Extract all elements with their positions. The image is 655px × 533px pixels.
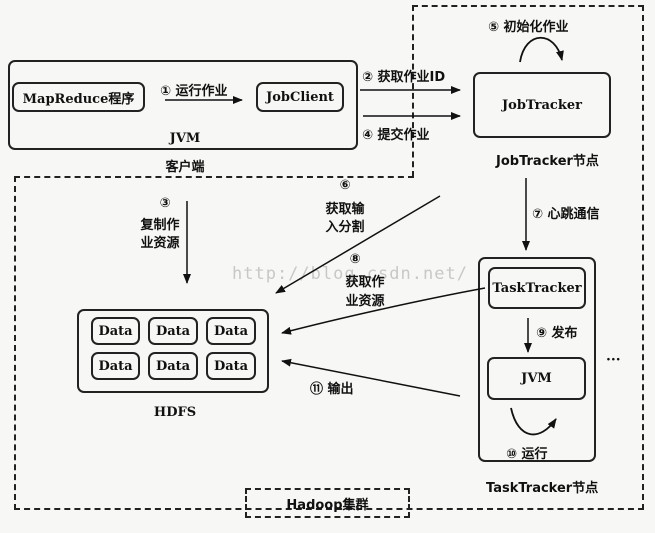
cluster-top-edge — [412, 5, 644, 7]
mapreduce-program-label: MapReduce程序 — [22, 91, 135, 107]
arrow-step-6 — [275, 195, 441, 294]
ellipsis-more-tasktrackers: ··· — [606, 352, 621, 368]
tasktracker-node-box — [478, 257, 596, 462]
cluster-left-vertical-upper — [412, 5, 414, 177]
step-11-label: ⑪ 输出 — [310, 382, 354, 397]
hadoop-cluster-label: Hadoop集群 — [286, 498, 369, 513]
step-1-label: ① 运行作业 — [160, 84, 228, 99]
hdfs-data-block: Data — [206, 352, 256, 380]
watermark: http://blog.csdn.net/ — [232, 264, 468, 284]
arrow-step-5 — [519, 36, 564, 63]
arrow-step-8 — [281, 287, 486, 335]
data-block-label: Data — [155, 358, 191, 374]
cluster-left-edge — [14, 176, 16, 510]
step-8-number: ⑧ — [349, 252, 361, 267]
step-3-line1: 复制作 — [140, 218, 180, 233]
step-2-label: ② 获取作业ID — [362, 70, 446, 85]
tasktracker-node-label: TaskTracker节点 — [486, 481, 599, 496]
step-3-number: ③ — [159, 196, 171, 211]
hadoop-cluster-boundary — [14, 5, 644, 510]
hdfs-data-block: Data — [206, 317, 256, 345]
hdfs-label: HDFS — [153, 405, 197, 420]
data-block-label: Data — [155, 323, 191, 339]
hdfs-data-block: Data — [91, 317, 140, 345]
step-4-label: ④ 提交作业 — [362, 128, 430, 143]
step-8-line1: 获取作 — [345, 275, 385, 290]
step-3-line2: 业资源 — [140, 236, 180, 251]
hdfs-data-block: Data — [148, 317, 198, 345]
client-jvm-label: JVM — [169, 131, 201, 146]
step-6-line2: 入分割 — [325, 220, 365, 235]
data-block-label: Data — [213, 323, 249, 339]
client-region-label: 客户端 — [165, 160, 205, 175]
mapreduce-program-box[interactable]: MapReduce程序 — [12, 82, 145, 112]
cluster-mid-edge — [14, 176, 414, 178]
jobtracker-box[interactable]: JobTracker — [473, 72, 611, 138]
hadoop-cluster-label-box — [245, 488, 410, 518]
jobtracker-label: JobTracker — [502, 97, 582, 113]
step-7-label: ⑦ 心跳通信 — [532, 207, 600, 222]
arrow-step-11 — [281, 358, 461, 397]
step-8-line2: 业资源 — [345, 294, 385, 309]
tasktracker-jvm-box[interactable]: JVM — [487, 357, 586, 400]
tasktracker-box[interactable]: TaskTracker — [488, 267, 586, 309]
data-block-label: Data — [213, 358, 249, 374]
jobclient-box[interactable]: JobClient — [256, 82, 344, 112]
step-5-label: ⑤ 初始化作业 — [488, 20, 569, 35]
step-9-label: ⑨ 发布 — [536, 326, 578, 341]
hdfs-box — [77, 309, 269, 393]
arrow-step-10 — [510, 407, 557, 436]
client-jvm-box — [8, 60, 358, 150]
jobtracker-node-label: JobTracker节点 — [496, 154, 599, 169]
data-block-label: Data — [98, 358, 133, 374]
step-6-number: ⑥ — [339, 178, 351, 193]
tasktracker-label: TaskTracker — [492, 280, 582, 296]
hdfs-data-block: Data — [148, 352, 198, 380]
hdfs-data-block: Data — [91, 352, 140, 380]
step-10-label: ⑩ 运行 — [506, 447, 548, 462]
tasktracker-jvm-label: JVM — [521, 371, 552, 386]
data-block-label: Data — [98, 323, 133, 339]
jobclient-label: JobClient — [266, 89, 334, 105]
step-6-line1: 获取输 — [325, 202, 365, 217]
